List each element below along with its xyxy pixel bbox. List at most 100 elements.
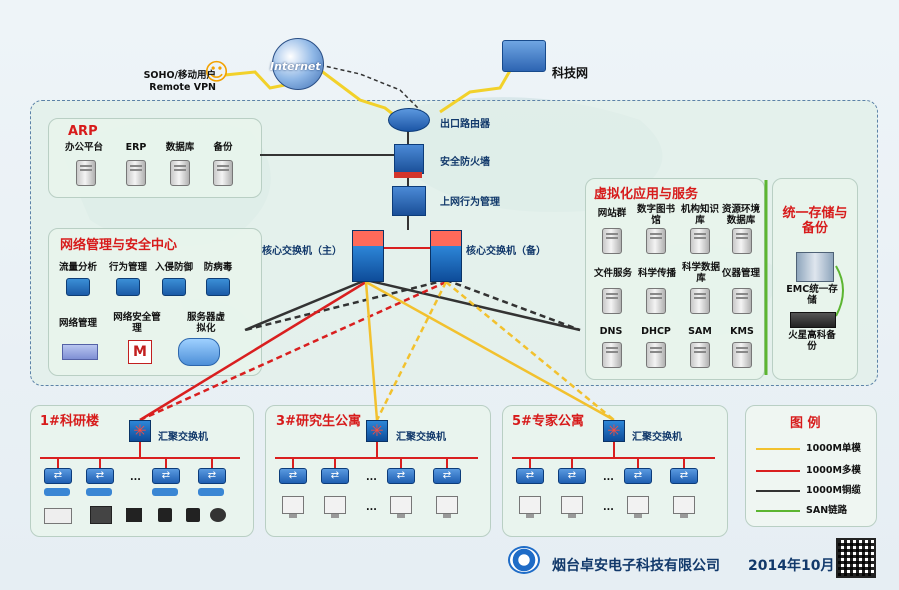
server-icon: [646, 342, 666, 368]
remote-vpn-label: Remote VPN: [149, 82, 216, 93]
core-b3-backup-link: [375, 281, 448, 421]
mars-label: 火星高科备份: [788, 330, 836, 352]
server-icon: [213, 160, 233, 186]
core-main-label: 核心交换机（主）: [262, 246, 342, 257]
core-b5-link: [365, 280, 615, 422]
antivirus-icon: [206, 278, 230, 296]
core-to-mgmt-backup-link: [244, 278, 447, 332]
core-switch-backup-icon: [430, 230, 462, 282]
wireless-ap-icon: [44, 488, 70, 496]
tablet-icon: [158, 508, 172, 522]
emc-storage-icon: [796, 252, 834, 282]
legend-label: 1000M单模: [806, 443, 861, 454]
virt-item-label: 资源环境数据库: [721, 204, 760, 226]
pc-icon: [390, 496, 412, 518]
aggregation-switch-icon: [366, 420, 388, 442]
phone-icon: [186, 508, 200, 522]
server-icon: [690, 288, 710, 314]
pc-icon: [282, 496, 304, 518]
wireless-ap-icon: [86, 488, 112, 496]
pc-icon: [673, 496, 695, 518]
ellipsis: ...: [366, 472, 377, 483]
virt-item-label: SAM: [688, 326, 712, 337]
core-b1-backup-link: [139, 280, 447, 422]
netmgmt-item-label: 流量分析: [58, 262, 97, 273]
server-icon: [732, 228, 752, 254]
server-icon: [170, 160, 190, 186]
ips-icon: [162, 278, 186, 296]
netmgmt-item-label: 网络管理: [58, 318, 97, 329]
server-icon: [646, 228, 666, 254]
virt-item-label: 文件服务: [593, 268, 632, 279]
san-backup-link: [835, 265, 844, 317]
access-switch-icon: [558, 468, 586, 484]
access-switch-icon: [44, 468, 72, 484]
qr-code-icon: [836, 538, 876, 578]
netmgmt-item-label: 服务器虚拟化: [186, 312, 225, 334]
netmgmt-item-label: 防病毒: [203, 262, 233, 273]
behavior-icon: [116, 278, 140, 296]
router-icon: [388, 108, 430, 132]
access-switch-icon: [198, 468, 226, 484]
keji-net-building-icon: [502, 40, 546, 72]
keji-router-link: [439, 61, 517, 114]
virt-item-label: 网站群: [597, 208, 627, 219]
pc-icon: [627, 496, 649, 518]
aggregation-switch-label: 汇聚交换机: [632, 432, 682, 443]
behavior-mgmt-icon: [392, 186, 426, 216]
firewall-icon: [394, 144, 424, 174]
legend-label: 1000M多模: [806, 465, 861, 476]
server-virtualization-icon: [178, 338, 220, 366]
ellipsis: ...: [130, 472, 141, 483]
legend-panel: [745, 405, 877, 527]
legend-swatch-copper: [756, 490, 800, 492]
virt-item-label: 机构知识库: [680, 204, 719, 226]
firewall-bricks-icon: [394, 172, 422, 178]
core-b5-backup-link: [445, 281, 615, 421]
internet-router-link: [319, 68, 399, 120]
arp-item-label: 备份: [213, 142, 233, 153]
mcafee-shield-icon: M: [128, 340, 152, 364]
ellipsis: ...: [366, 502, 377, 513]
ellipsis: ...: [603, 502, 614, 513]
legend-label: SAN链路: [806, 505, 848, 516]
footer-date: 2014年10月: [748, 558, 835, 574]
arp-item-label: 办公平台: [64, 142, 103, 153]
pc-icon: [324, 496, 346, 518]
traffic-analysis-icon: [66, 278, 90, 296]
access-switch-icon: [86, 468, 114, 484]
netmgmt-item-label: 网络安全管理: [113, 312, 161, 334]
legend-swatch-single-mode: [756, 448, 800, 450]
server-icon: [646, 288, 666, 314]
core-to-mgmt-link: [244, 278, 367, 332]
server-icon: [602, 228, 622, 254]
access-switch-icon: [516, 468, 544, 484]
behavior-mgmt-label: 上网行为管理: [440, 197, 500, 208]
firewall-label: 安全防火墙: [440, 157, 490, 168]
server-icon: [76, 160, 96, 186]
storage-title: 统一存储与备份: [782, 206, 848, 236]
virt-item-label: 科学传播: [637, 268, 676, 279]
tablet-icon: [126, 508, 142, 522]
keji-net-label: 科技网: [552, 66, 589, 80]
soho-label: SOHO/移动用户: [143, 70, 216, 81]
pc-icon: [436, 496, 458, 518]
pc-icon: [519, 496, 541, 518]
core-to-virt-backup-link: [445, 278, 581, 332]
wireless-ap-icon: [152, 488, 178, 496]
company-name: 烟台卓安电子科技有限公司: [552, 558, 720, 574]
netmgmt-title: 网络管理与安全中心: [60, 238, 178, 253]
building5-title: 5#专家公寓: [512, 414, 584, 429]
legend-swatch-san: [756, 510, 800, 512]
router-label: 出口路由器: [440, 119, 490, 130]
arp-item-label: ERP: [125, 142, 147, 153]
virt-item-label: 仪器管理: [721, 268, 760, 279]
virt-item-label: DHCP: [641, 326, 671, 337]
phone-icon: [90, 506, 112, 524]
access-switch-icon: [387, 468, 415, 484]
virt-item-label: 科学数据库: [682, 262, 721, 284]
mars-backup-icon: [790, 312, 836, 328]
core-b3-link: [364, 281, 379, 421]
netmgmt-item-label: 行为管理: [108, 262, 147, 273]
